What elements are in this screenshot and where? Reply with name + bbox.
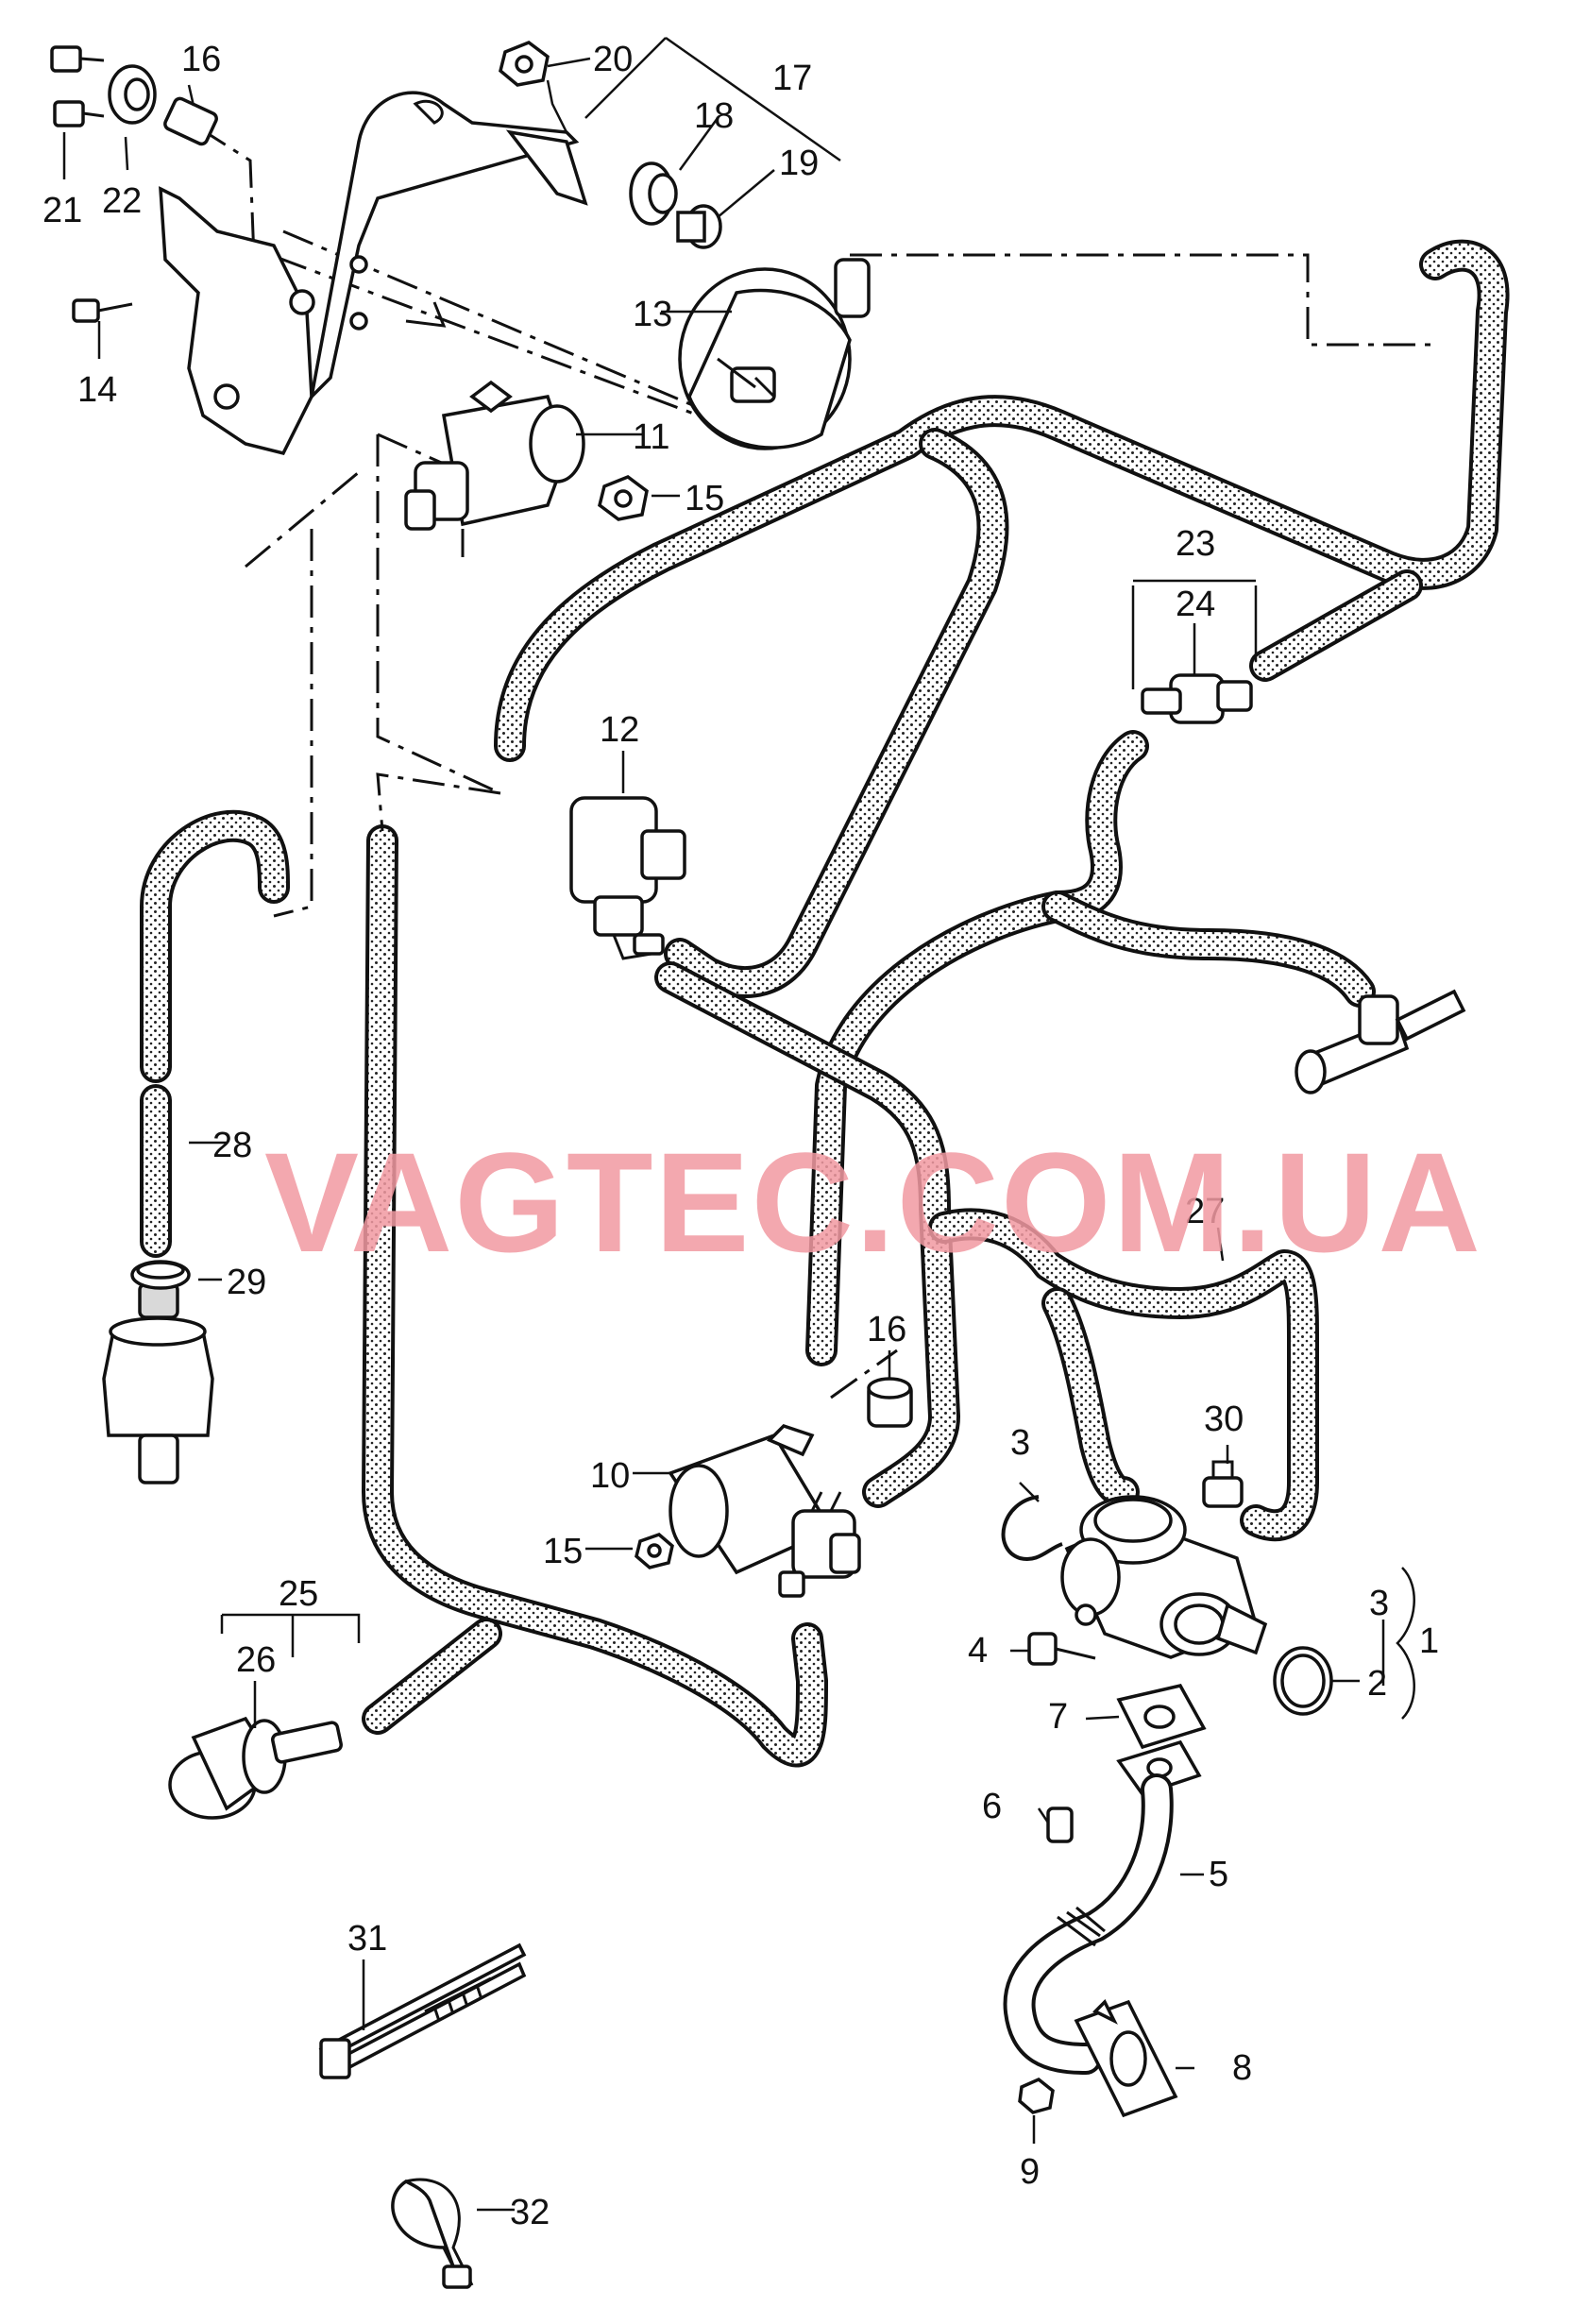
callout-12: 12 [600, 710, 639, 750]
callout-25: 25 [279, 1574, 318, 1614]
bolt-6 [1046, 1807, 1074, 1843]
o-ring-2 [1273, 1646, 1333, 1716]
callout-3: 3 [1369, 1584, 1389, 1623]
grommet-18 [629, 161, 678, 226]
callout-27: 27 [1185, 1192, 1225, 1231]
callout-15: 15 [685, 479, 724, 518]
callout-30: 30 [1204, 1399, 1244, 1439]
vacuum-reservoir-13 [678, 258, 871, 450]
clamp-30 [1202, 1460, 1244, 1508]
callout-32: 32 [510, 2193, 550, 2232]
callout-labels: 1 2 3 3 4 5 6 7 8 9 10 11 12 13 14 15 15… [42, 40, 1439, 2232]
callout-17: 17 [772, 59, 812, 98]
callout-9: 9 [1020, 2152, 1040, 2192]
screw-21 [50, 45, 105, 127]
callout-23: 23 [1176, 524, 1215, 564]
hose-network [140, 239, 1510, 1768]
callout-2: 2 [1367, 1664, 1387, 1704]
bush-19 [676, 204, 722, 249]
callout-20: 20 [593, 40, 633, 79]
callout-21: 21 [42, 191, 82, 230]
egr-valve-1 [1060, 1495, 1268, 1659]
grommet-22 [108, 64, 157, 125]
callout-19: 19 [779, 144, 819, 183]
callout-22: 22 [102, 181, 142, 221]
connector-24 [1141, 673, 1253, 724]
cable-tie-31 [318, 1942, 527, 2079]
callout-14: 14 [77, 370, 117, 410]
screw-14 [72, 298, 133, 323]
spacer-16-lower [867, 1377, 913, 1428]
mounting-bracket [159, 91, 588, 456]
nut-20 [499, 41, 550, 87]
spacer-16-top [163, 96, 218, 146]
callout-10: 10 [590, 1456, 630, 1496]
callout-8: 8 [1232, 2048, 1252, 2088]
callout-1: 1 [1419, 1621, 1439, 1661]
strap-32 [391, 2178, 474, 2289]
clamp-29 [130, 1260, 191, 1290]
solenoid-valve-10 [668, 1423, 861, 1598]
solenoid-valve-11 [404, 380, 585, 557]
fuel-filter [102, 1282, 214, 1484]
nut-15-lower [635, 1533, 674, 1569]
tee-fitting [1295, 989, 1466, 1094]
leader-lines [62, 36, 1415, 2212]
clip-3 [1001, 1495, 1063, 1561]
valve-12 [569, 796, 686, 960]
callout-18: 18 [694, 96, 734, 136]
callout-11: 11 [633, 417, 669, 457]
callout-13: 13 [633, 295, 672, 334]
callout-31: 31 [347, 1919, 387, 1959]
gasket-7 [1116, 1683, 1207, 1750]
callout-26: 26 [236, 1640, 276, 1680]
callout-16: 16 [181, 40, 221, 79]
callout-28: 28 [212, 1126, 252, 1165]
callout-6: 6 [982, 1787, 1002, 1826]
dashed-leaders [169, 126, 1435, 1399]
nut-9 [1018, 2077, 1055, 2114]
callout-4: 4 [968, 1631, 988, 1671]
nut-15-top [598, 475, 649, 521]
callout-5: 5 [1209, 1855, 1228, 1894]
callout-24: 24 [1176, 585, 1215, 624]
callout-3: 3 [1010, 1423, 1030, 1463]
filter-26 [168, 1716, 343, 1820]
callout-16: 16 [867, 1310, 906, 1349]
flange-8 [1074, 1999, 1178, 2118]
callout-15: 15 [543, 1532, 583, 1571]
watermark-text: VAGTEC.COM.UA [264, 1123, 1482, 1281]
bolt-4 [1027, 1632, 1096, 1666]
callout-29: 29 [227, 1263, 266, 1302]
egr-pipe-5 [1003, 1739, 1202, 2075]
callout-7: 7 [1048, 1697, 1068, 1737]
